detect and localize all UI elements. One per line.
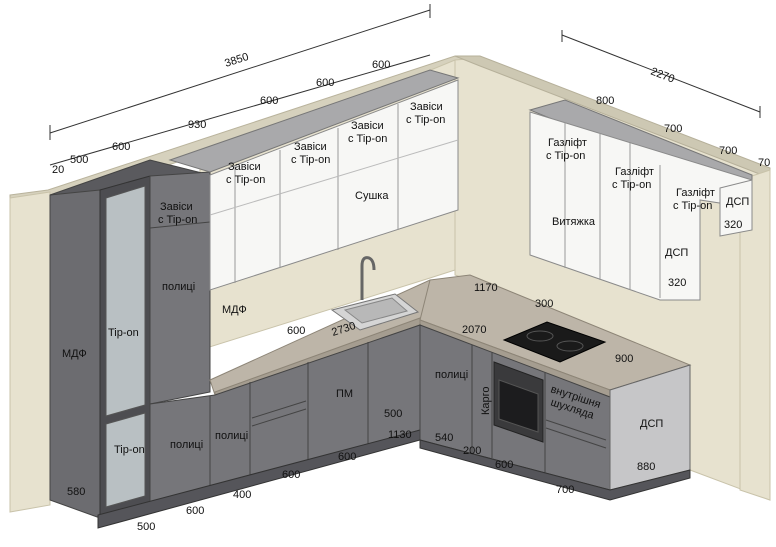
- dim-worktop-300: 300: [535, 298, 553, 310]
- dim-worktop-1170: 1170: [474, 282, 498, 294]
- label-dsp-hood: ДСП: [726, 196, 749, 208]
- tall-right-column: [149, 171, 211, 405]
- label-gazlift-1a: Газліфт: [548, 137, 587, 149]
- label-pm: ПМ: [336, 388, 353, 400]
- dim-base-500: 500: [384, 408, 402, 420]
- dim-700-b: 700: [719, 145, 737, 157]
- dim-600-a: 600: [372, 59, 390, 71]
- tall-glass-upper: [105, 185, 146, 417]
- dim-tall-580: 580: [67, 486, 85, 498]
- dim-2270: 2270: [649, 66, 676, 86]
- dim-800: 800: [596, 95, 614, 107]
- label-zavisy-2a: Завіси: [294, 141, 327, 153]
- label-dsp-320-b: 320: [668, 277, 686, 289]
- label-gazlift-2a: Газліфт: [615, 166, 654, 178]
- label-zavisy-4a: Завіси: [410, 101, 443, 113]
- dim-880: 880: [637, 461, 655, 473]
- dim-worktop-900: 900: [615, 353, 633, 365]
- label-zavisy-2b: с Tip-on: [291, 154, 330, 166]
- tall-glass-lower: [105, 412, 146, 508]
- label-gazlift-1b: с Tip-on: [546, 150, 585, 162]
- dim-bottom-600-a: 600: [186, 505, 204, 517]
- dim-bottom-540: 540: [435, 432, 453, 444]
- dim-20: 20: [52, 164, 64, 176]
- label-zavisy-tall-1: Завіси: [160, 201, 193, 213]
- hob-ring-2: [556, 340, 584, 352]
- dim-500: 500: [70, 154, 88, 166]
- dim-worktop-2070: 2070: [462, 324, 486, 336]
- dim-700-a: 700: [664, 123, 682, 135]
- label-zavisy-4b: с Tip-on: [406, 114, 445, 126]
- drawer-right-1: [545, 419, 607, 441]
- label-kargo: Карго: [480, 386, 492, 415]
- right-end-wall: [739, 169, 771, 501]
- label-mdf-tall: МДФ: [62, 348, 87, 360]
- dim-930: 930: [188, 119, 206, 131]
- dimension-lines: [49, 4, 761, 166]
- label-dsp-320-a: 320: [724, 219, 742, 231]
- drawer-right-2: [545, 427, 607, 449]
- oven-window: [498, 379, 539, 433]
- label-dsp-end: ДСП: [640, 418, 663, 430]
- dim-bottom-500: 500: [137, 521, 155, 533]
- hob-ring-1: [526, 330, 554, 342]
- label-zavisy-1a: Завіси: [228, 161, 261, 173]
- label-gazlift-3b: с Tip-on: [673, 200, 712, 212]
- label-zavisy-3b: с Tip-on: [348, 133, 387, 145]
- label-mdf-arrow: МДФ: [222, 304, 247, 316]
- sink-bowl: [343, 297, 409, 324]
- label-sushka: Сушка: [355, 190, 389, 202]
- dim-bottom-200: 200: [463, 445, 481, 457]
- upper-cabinets-top: [168, 69, 460, 173]
- dim-bottom-600-d: 600: [495, 459, 513, 471]
- dim-600-c: 600: [260, 95, 278, 107]
- label-polytsi-base-1: полиці: [170, 439, 203, 451]
- label-tip-on-upper: Tip-on: [108, 327, 139, 339]
- label-polytsi-base-2: полиці: [215, 430, 248, 442]
- label-tip-on-lower: Tip-on: [114, 444, 145, 456]
- drawer-line-1: [251, 400, 307, 419]
- label-dsp-upper: ДСП: [665, 247, 688, 259]
- hood-box: [719, 179, 753, 237]
- dim-base-1130: 1130: [388, 429, 412, 441]
- dim-bottom-700: 700: [556, 484, 574, 496]
- dim-bottom-600-c: 600: [338, 451, 356, 463]
- dim-worktop-600: 600: [287, 325, 305, 337]
- label-zavisy-tall-2: с Tip-on: [158, 214, 197, 226]
- dim-600-d: 600: [112, 141, 130, 153]
- faucet: [360, 256, 376, 300]
- dim-70: 70: [758, 157, 770, 169]
- drawer-line-2: [251, 408, 307, 427]
- label-polytsi-corner: полиці: [435, 369, 468, 381]
- dim-bottom-400: 400: [233, 489, 251, 501]
- tall-right-divider: [149, 221, 211, 229]
- upper-cabinets-front: [209, 79, 459, 291]
- dim-600-b: 600: [316, 77, 334, 89]
- label-vytyazhka: Витяжка: [552, 216, 596, 228]
- left-side-wall: [9, 191, 51, 513]
- label-gazlift-2b: с Tip-on: [612, 179, 651, 191]
- plinth-right: [419, 439, 691, 501]
- label-zavisy-1b: с Tip-on: [226, 174, 265, 186]
- label-zavisy-3a: Завіси: [351, 120, 384, 132]
- upper-shelf-line: [209, 139, 459, 216]
- hob: [502, 321, 607, 363]
- label-gazlift-3a: Газліфт: [676, 187, 715, 199]
- label-polytsi-tall: полиці: [162, 281, 195, 293]
- dim-3850: 3850: [223, 51, 250, 70]
- dim-bottom-600-b: 600: [282, 469, 300, 481]
